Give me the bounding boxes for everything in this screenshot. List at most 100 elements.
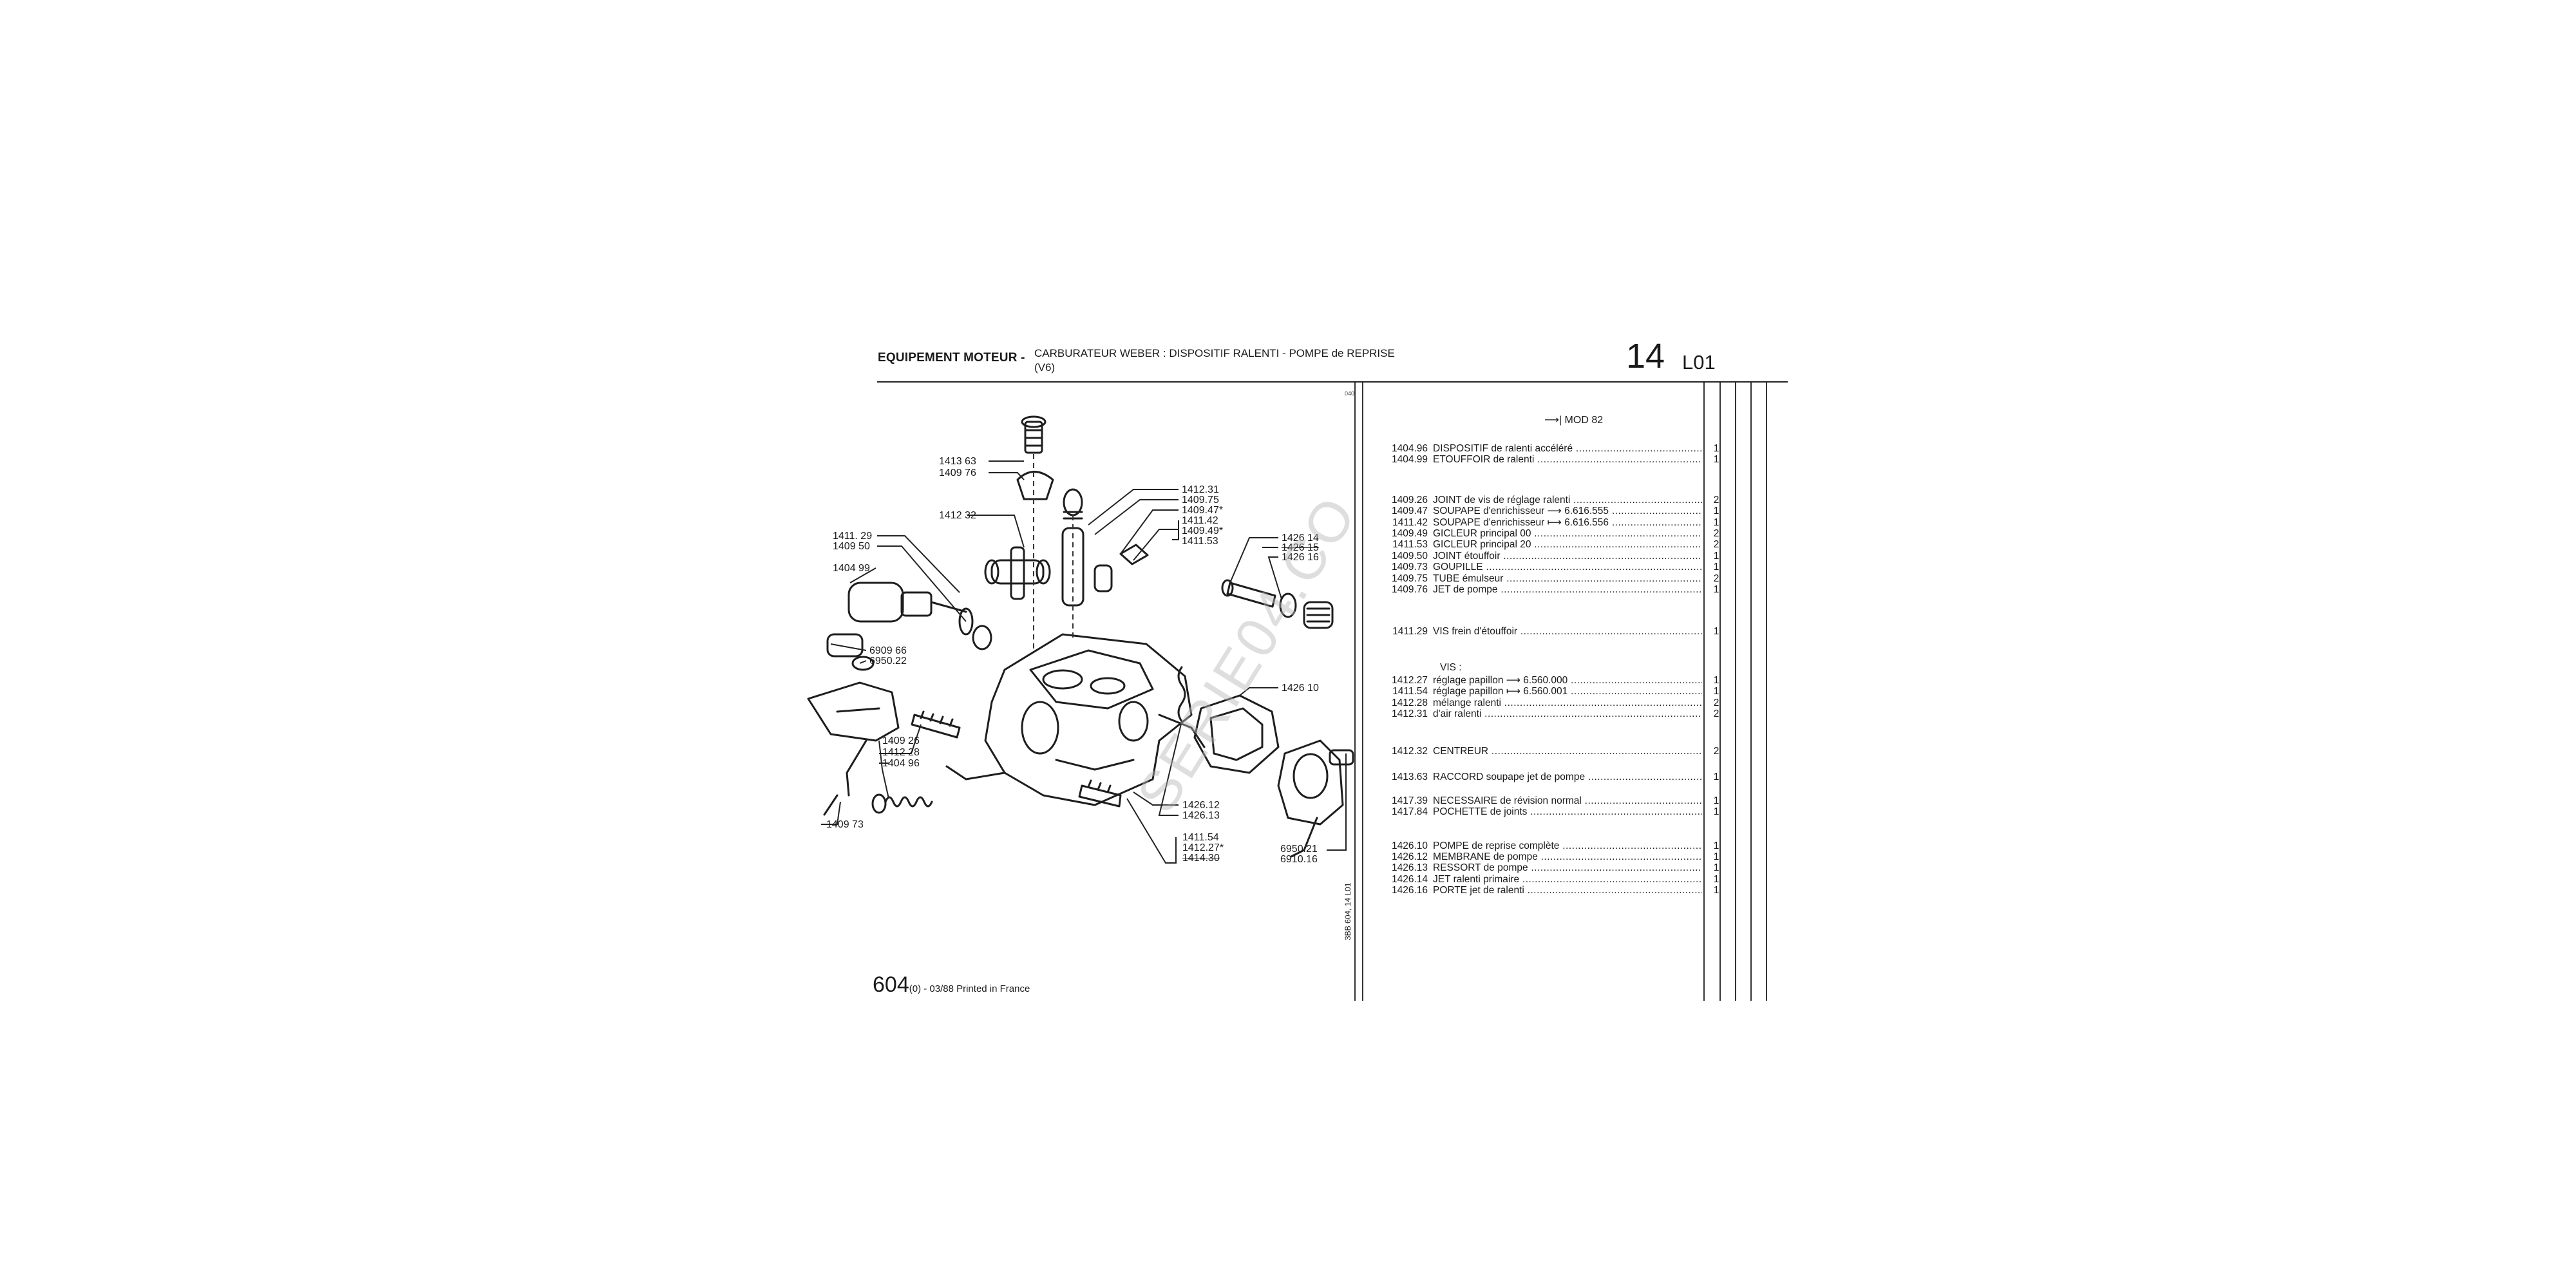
- part-ref: 1426.16: [1391, 885, 1428, 896]
- margin-code: 040: [1345, 390, 1355, 397]
- part-description: JET de pompe: [1433, 584, 1702, 595]
- part-quantity: 1: [1713, 551, 1719, 562]
- vis-heading: VIS :: [1440, 662, 1462, 673]
- part-quantity: 2: [1713, 708, 1719, 719]
- column-divider: [1362, 383, 1363, 1001]
- part-description: GOUPILLE: [1433, 562, 1702, 573]
- part-description: PORTE jet de ralenti: [1433, 885, 1702, 896]
- callout-1411-54: 1411.54: [1182, 832, 1219, 843]
- part-quantity: 1: [1713, 874, 1719, 885]
- part-quantity: 1: [1713, 517, 1719, 528]
- mod-note-label: MOD 82: [1564, 415, 1604, 426]
- qty-column-divider: [1703, 383, 1705, 1001]
- part-quantity: 2: [1713, 539, 1719, 550]
- part-row: 1409.26 JOINT de vis de réglage ralenti 2: [1381, 495, 1719, 506]
- callout-1411-53: 1411.53: [1182, 536, 1218, 547]
- part-ref: 1409.47: [1391, 506, 1428, 516]
- part-description: MEMBRANE de pompe: [1433, 851, 1702, 862]
- callout-6950-21: 6950.21: [1280, 844, 1318, 855]
- part-description: d'air ralenti: [1433, 708, 1702, 719]
- part-row: 1411.53 GICLEUR principal 20 2: [1381, 539, 1719, 550]
- sub-group-code: L01: [1682, 351, 1716, 374]
- column-divider: [1750, 383, 1752, 1001]
- part-quantity: 1: [1713, 562, 1719, 573]
- part-quantity: 2: [1713, 528, 1719, 539]
- callout-1426-16: 1426 16: [1282, 552, 1319, 563]
- mod-note: ⟶| MOD 82: [1544, 413, 1603, 426]
- part-ref: 1404.96: [1391, 443, 1428, 454]
- part-row: 1409.76 JET de pompe 1: [1381, 584, 1719, 595]
- part-description: VIS frein d'étouffoir: [1433, 626, 1702, 637]
- callout-1412-32: 1412 32: [939, 510, 976, 521]
- callout-1404-96: 1404 96: [882, 758, 920, 769]
- column-divider: [1735, 383, 1736, 1001]
- part-ref: 1412.32: [1391, 746, 1428, 757]
- callout-6909-66: 6909 66: [869, 645, 907, 656]
- column-divider: [1766, 383, 1767, 1001]
- part-ref: 1426.12: [1391, 851, 1428, 862]
- part-quantity: 1: [1713, 584, 1719, 595]
- part-quantity: 1: [1713, 454, 1719, 465]
- part-ref: 1409.26: [1391, 495, 1428, 506]
- callout-1409-47: 1409.47*: [1182, 505, 1224, 516]
- callout-1411-42: 1411.42: [1182, 515, 1218, 526]
- part-ref: 1409.76: [1391, 584, 1428, 595]
- part-row: 1409.73 GOUPILLE 1: [1381, 562, 1719, 573]
- callout-1426-15: 1426 15: [1282, 542, 1319, 553]
- part-row: 1412.32CENTREUR2: [1381, 746, 1719, 757]
- part-description: JOINT de vis de réglage ralenti: [1433, 495, 1702, 506]
- part-description: GICLEUR principal 20: [1433, 539, 1702, 550]
- part-quantity: 1: [1713, 675, 1719, 686]
- group-number: 14: [1626, 337, 1665, 375]
- callout-6910-16: 6910.16: [1280, 854, 1318, 865]
- part-ref: 1411.29: [1392, 626, 1428, 637]
- column-divider: [1719, 383, 1721, 1001]
- part-description: réglage papillon ⟼ 6.560.001: [1433, 686, 1702, 697]
- part-ref: 1412.27: [1391, 675, 1428, 686]
- part-description: POMPE de reprise complète: [1433, 840, 1702, 851]
- arrow-start-icon: ⟶|: [1544, 415, 1562, 426]
- footer-edition: (0) - 03/88 Printed in France: [909, 983, 1030, 994]
- callout-1409-49: 1409.49*: [1182, 526, 1224, 536]
- callout-1409-26: 1409 26: [882, 735, 920, 746]
- part-quantity: 2: [1713, 495, 1719, 506]
- part-description: POCHETTE de joints: [1433, 806, 1702, 817]
- part-ref: 1411.42: [1392, 517, 1428, 528]
- header-rule: [877, 381, 1788, 383]
- part-description: JET ralenti primaire: [1433, 874, 1702, 885]
- part-quantity: 1: [1713, 795, 1719, 806]
- part-ref: 1404.99: [1391, 454, 1428, 465]
- part-description: RACCORD soupape jet de pompe: [1433, 772, 1702, 782]
- part-ref: 1411.53: [1392, 539, 1428, 550]
- part-ref: 1426.10: [1391, 840, 1428, 851]
- part-ref: 1411.54: [1392, 686, 1428, 697]
- part-quantity: 1: [1713, 885, 1719, 896]
- footer-model: 604: [873, 972, 909, 997]
- part-quantity: 1: [1713, 851, 1719, 862]
- part-ref: 1417.84: [1391, 806, 1428, 817]
- part-description: CENTREUR: [1433, 746, 1702, 757]
- callout-1414-30: 1414.30: [1182, 853, 1220, 864]
- page-title: CARBURATEUR WEBER : DISPOSITIF RALENTI -…: [1034, 346, 1395, 375]
- part-ref: 1409.50: [1391, 551, 1428, 562]
- callout-1409-73: 1409 73: [826, 819, 864, 830]
- part-ref: 1409.73: [1391, 562, 1428, 573]
- part-quantity: 1: [1713, 806, 1719, 817]
- part-quantity: 1: [1713, 506, 1719, 516]
- part-description: RESSORT de pompe: [1433, 862, 1702, 873]
- callout-1409-75: 1409.75: [1182, 495, 1219, 506]
- part-quantity: 1: [1713, 862, 1719, 873]
- part-quantity: 1: [1713, 626, 1719, 637]
- callout-1426-14: 1426 14: [1282, 533, 1319, 544]
- part-description: mélange ralenti: [1433, 697, 1702, 708]
